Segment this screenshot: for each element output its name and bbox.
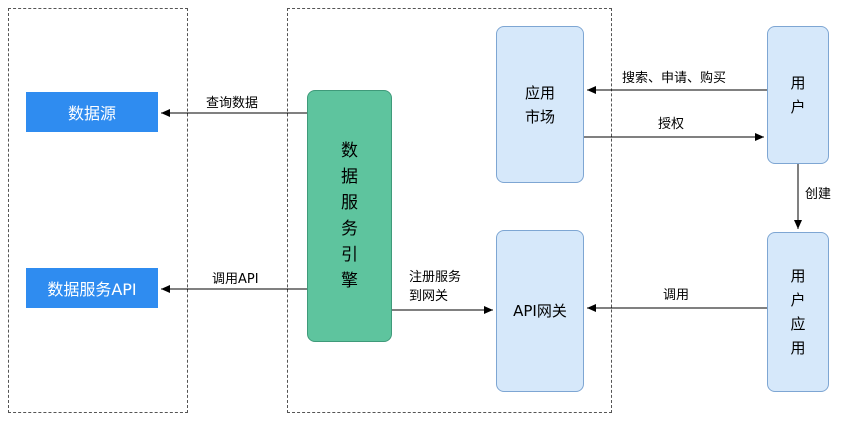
engine-vertical-label: 数 据 服 务 引 擎 <box>341 138 358 294</box>
engine-char: 擎 <box>341 271 358 291</box>
data-service-engine-node: 数 据 服 务 引 擎 <box>307 90 392 342</box>
query-data-label: 查询数据 <box>206 96 259 111</box>
data-source-label: 数据源 <box>67 104 116 123</box>
user-vertical-label: 用 户 <box>790 71 805 119</box>
user-app-char: 应 <box>790 315 806 333</box>
user-app-char: 用 <box>790 267 806 285</box>
data-service-api-label: 数据服务API <box>47 280 137 299</box>
app-market-line: 市场 <box>524 107 555 126</box>
app-market-node: 应用 市场 <box>496 26 584 183</box>
data-source-node: 数据源 <box>26 92 158 132</box>
search-apply-buy-label: 搜索、申请、购买 <box>622 71 727 86</box>
user-node: 用 户 <box>767 26 829 164</box>
user-app-char: 户 <box>790 291 806 309</box>
left-dashed-group <box>8 8 188 413</box>
create-label: 创建 <box>805 187 832 202</box>
user-char: 户 <box>790 98 806 116</box>
api-gateway-node: API网关 <box>496 230 584 392</box>
authorize-label: 授权 <box>658 117 685 132</box>
engine-char: 引 <box>341 245 358 265</box>
engine-char: 数 <box>341 141 358 161</box>
api-gateway-label: API网关 <box>513 302 567 320</box>
engine-char: 务 <box>341 219 358 239</box>
register-label-line: 到网关 <box>409 289 449 304</box>
engine-char: 据 <box>341 167 358 187</box>
user-app-node: 用 户 应 用 <box>767 232 829 392</box>
user-app-vertical-label: 用 户 应 用 <box>790 264 805 360</box>
call-api-label: 调用API <box>212 272 259 287</box>
user-char: 用 <box>790 74 806 92</box>
data-service-api-node: 数据服务API <box>26 268 158 308</box>
register-label: 注册服务 到网关 <box>409 268 461 306</box>
app-market-line: 应用 <box>524 83 555 102</box>
middle-dashed-group <box>287 8 612 413</box>
user-app-char: 用 <box>790 339 806 357</box>
invoke-label: 调用 <box>663 288 690 303</box>
engine-char: 服 <box>341 193 358 213</box>
register-label-line: 注册服务 <box>409 270 462 285</box>
